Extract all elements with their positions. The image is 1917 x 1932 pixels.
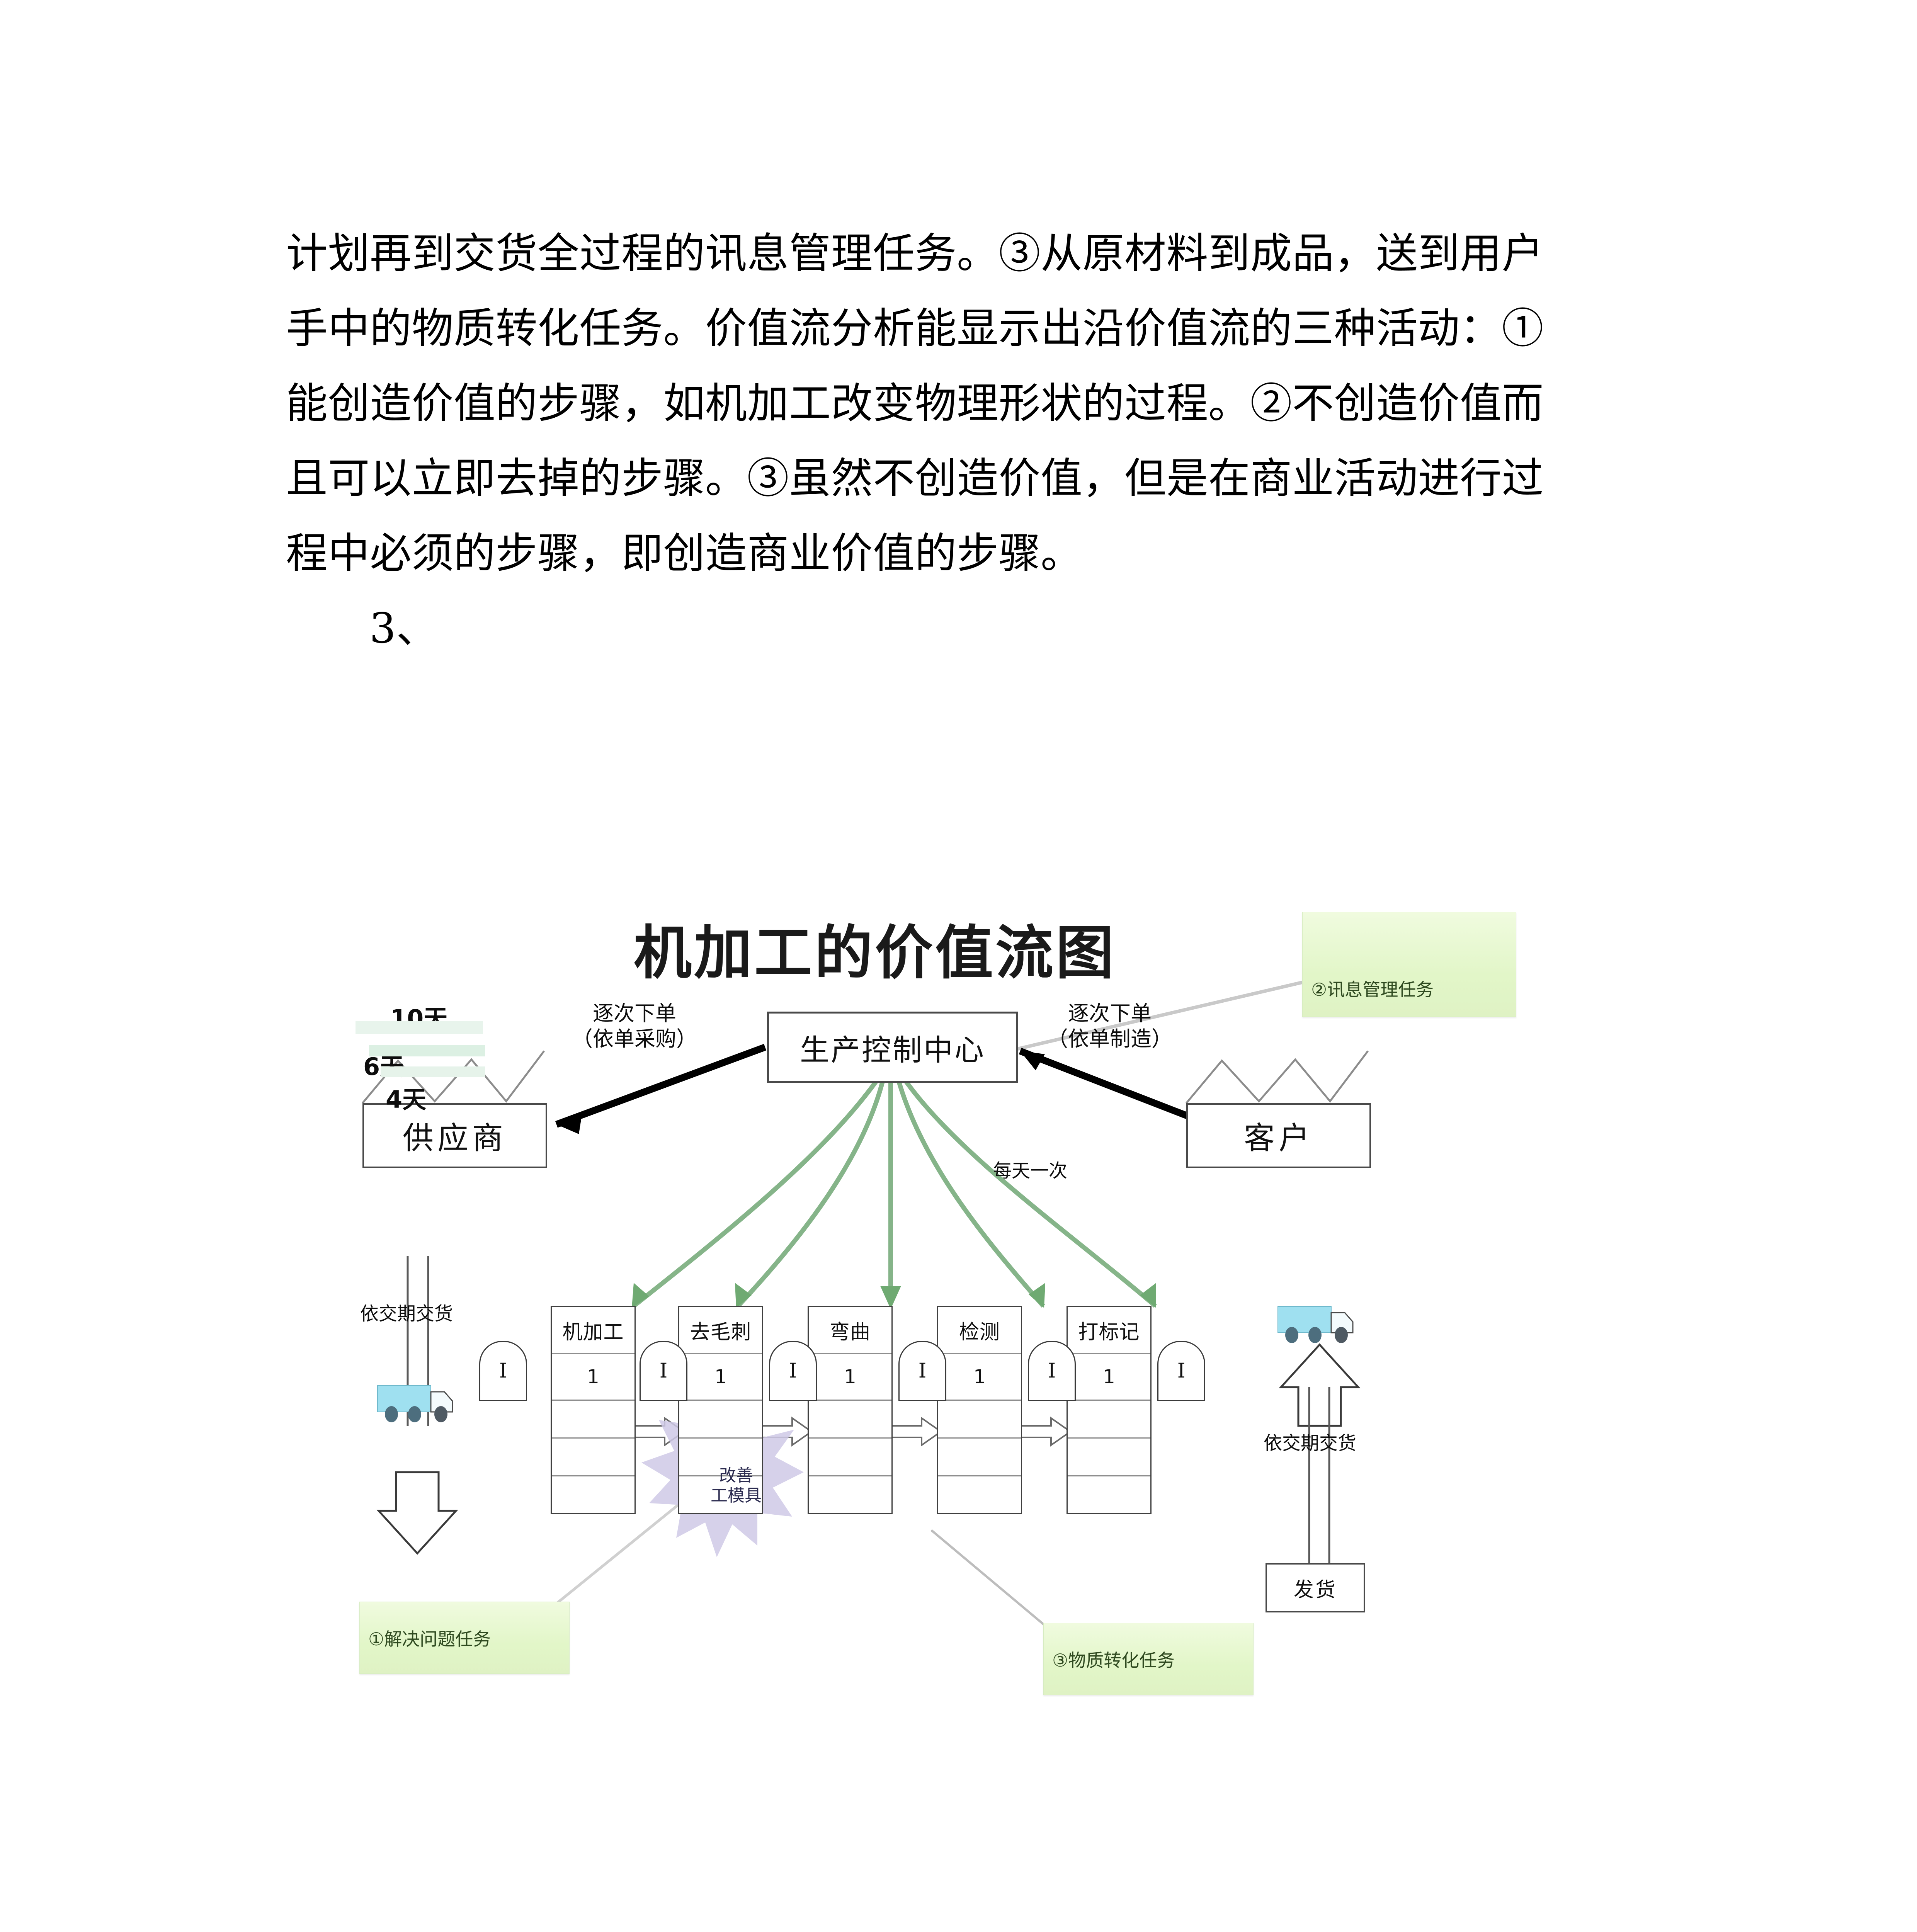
process-name-4: 打标记	[1068, 1307, 1150, 1354]
order-label-left-line2: （依单采购）	[572, 1027, 697, 1051]
process-box-1: 去毛刺 1	[678, 1306, 763, 1514]
timeline-bar	[369, 1045, 485, 1056]
paragraph-line: 手中的物质转化任务。价值流分析能显示出沿价值流的三种活动：①	[286, 304, 1544, 353]
inventory-icon-5: I	[1157, 1341, 1205, 1401]
inventory-icon-3: I	[898, 1341, 946, 1401]
list-marker: 3、	[369, 604, 438, 653]
process-data-cell	[1068, 1401, 1150, 1439]
process-data-cell	[552, 1439, 634, 1476]
process-data-cell	[809, 1476, 891, 1513]
order-label-right: 逐次下单 （依单制造）	[1047, 1001, 1172, 1052]
process-operators-0: 1	[552, 1354, 634, 1401]
order-label-right-line1: 逐次下单	[1068, 1001, 1152, 1026]
process-data-cell	[938, 1439, 1021, 1476]
process-data-cell	[809, 1401, 891, 1439]
delivery-label-left: 依交期交货	[360, 1303, 453, 1325]
timeline-bar	[381, 1066, 485, 1077]
process-data-cell	[552, 1476, 634, 1513]
process-data-cell	[809, 1439, 891, 1476]
top-text-block: 计划再到交货全过程的讯息管理任务。③从原材料到成品，送到用户 手中的物质转化任务…	[286, 216, 1631, 666]
order-label-right-line2: （依单制造）	[1047, 1027, 1172, 1051]
customer-box: 客户	[1186, 1103, 1371, 1168]
process-box-4: 打标记 1	[1067, 1306, 1152, 1514]
kaizen-burst: 改善 工模具	[690, 1441, 782, 1530]
process-data-cell	[679, 1401, 762, 1439]
process-box-0: 机加工 1	[551, 1306, 636, 1514]
truck-icon-inbound	[377, 1383, 466, 1425]
paragraph-line: 计划再到交货全过程的讯息管理任务。③从原材料到成品，送到用户	[286, 230, 1544, 278]
process-box-3: 检测 1	[937, 1306, 1022, 1514]
kaizen-burst-line1: 改善	[719, 1466, 753, 1485]
process-operators-4: 1	[1068, 1354, 1150, 1401]
timeline-bar	[356, 1021, 483, 1034]
shipping-box: 发货	[1266, 1563, 1365, 1612]
process-box-2: 弯曲 1	[808, 1306, 893, 1514]
process-operators-2: 1	[809, 1354, 891, 1401]
process-name-1: 去毛刺	[679, 1307, 762, 1354]
truck-icon-outbound	[1277, 1304, 1366, 1346]
value-stream-map-figure: 机加工的价值流图	[340, 885, 1615, 1754]
paragraph-line: 4、实现流动：一旦我们确定立了价值，也完整地制定出了某一	[286, 1924, 1631, 1932]
figure-title: 机加工的价值流图	[634, 920, 1116, 987]
process-data-cell	[938, 1476, 1021, 1513]
daily-once-label: 每天一次	[993, 1160, 1068, 1182]
bottom-text-block: 4、实现流动：一旦我们确定立了价值，也完整地制定出了某一 特定产品的价值流图，消…	[286, 1924, 1631, 1932]
inventory-icon-1: I	[640, 1341, 687, 1401]
process-name-2: 弯曲	[809, 1307, 891, 1354]
process-data-cell	[1068, 1439, 1150, 1476]
inventory-icon-0: I	[479, 1341, 527, 1401]
process-data-cell	[1068, 1476, 1150, 1513]
paragraph-line: 程中必须的步骤，即创造商业价值的步骤。	[286, 529, 1083, 578]
process-operators-3: 1	[938, 1354, 1021, 1401]
inventory-icon-4: I	[1028, 1341, 1076, 1401]
process-name-0: 机加工	[552, 1307, 634, 1354]
note-problem-solving: ①解决问题任务	[359, 1602, 570, 1674]
process-data-cell	[679, 1439, 762, 1476]
process-name-3: 检测	[938, 1307, 1021, 1354]
inventory-icon-2: I	[769, 1341, 817, 1401]
kaizen-burst-line2: 工模具	[711, 1486, 762, 1505]
paragraph-line: 且可以立即去掉的步骤。③虽然不创造价值，但是在商业活动进行过	[286, 454, 1544, 503]
lead-time-4-days: 4天	[386, 1085, 427, 1114]
note-material-transform: ③物质转化任务	[1043, 1623, 1254, 1695]
process-operators-1: 1	[679, 1354, 762, 1401]
delivery-label-right: 依交期交货	[1264, 1432, 1357, 1454]
process-data-cell	[552, 1401, 634, 1439]
process-data-cell	[938, 1401, 1021, 1439]
paragraph-line: 能创造价值的步骤，如机加工改变物理形状的过程。②不创造价值而	[286, 379, 1544, 428]
supplier-box: 供应商	[362, 1103, 547, 1168]
order-label-left: 逐次下单 （依单采购）	[572, 1001, 697, 1052]
production-control-center-box: 生产控制中心	[767, 1012, 1018, 1083]
note-info-management: ②讯息管理任务	[1302, 912, 1516, 1017]
order-label-left-line1: 逐次下单	[593, 1001, 676, 1026]
